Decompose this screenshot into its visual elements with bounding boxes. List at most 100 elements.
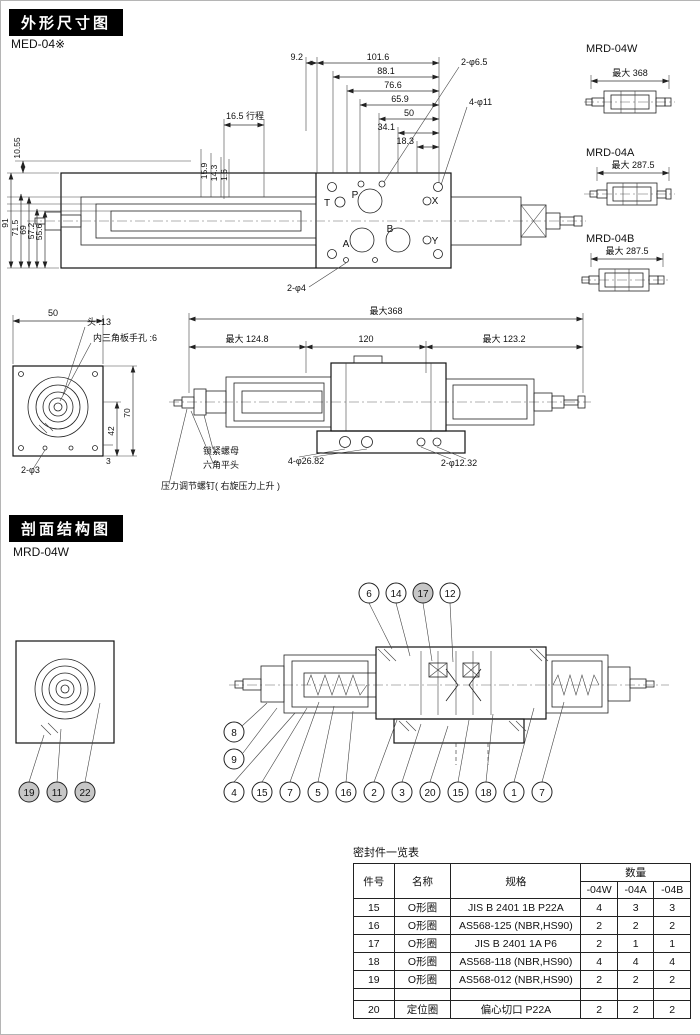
callout-number: 19 — [23, 788, 35, 799]
dim-label: 88.1 — [377, 66, 395, 76]
callout-balloon — [475, 781, 497, 803]
cell-item: 16 — [353, 916, 395, 935]
cell-name: O形圈 — [393, 898, 452, 917]
cell-qty: 3 — [616, 898, 655, 917]
hole-label: 2-φ12.32 — [441, 458, 477, 468]
col-header-qty: 数量 — [580, 863, 691, 882]
callout-balloon — [251, 781, 273, 803]
dim-label: 91 — [1, 218, 10, 228]
dim-label: 69 — [18, 225, 28, 235]
variant-view-mrd04b: MRD-04B 最大 287.5 — [581, 233, 669, 292]
callout-balloon — [412, 582, 434, 604]
wrench-hole-note: 内三角板手孔 :6 — [93, 332, 157, 343]
dim-label: 42 — [106, 426, 116, 436]
cell-qty: 4 — [580, 952, 618, 971]
cell-qty: 2 — [580, 1000, 618, 1019]
callout-balloon — [18, 781, 40, 803]
dim-label: 101.6 — [367, 52, 390, 62]
callout-number: 16 — [340, 788, 352, 799]
dim-label: 57.2 — [26, 222, 36, 239]
variant-model-label: MRD-04A — [586, 147, 635, 159]
cell-item: 18 — [353, 952, 395, 971]
section2-header: 剖面结构图 — [9, 515, 124, 542]
seal-parts-table: 件号 名称 规格 数量 -04W -04A -04B 15 O形圈 JIS B … — [353, 863, 691, 1019]
table-title: 密封件一览表 — [353, 847, 419, 859]
cell-qty: 2 — [580, 934, 618, 953]
spacer-row — [353, 988, 691, 1001]
callout-number: 15 — [256, 788, 268, 799]
callout-number: 1 — [511, 788, 517, 799]
cell-name: O形圈 — [393, 934, 452, 953]
cell-name: O形圈 — [393, 970, 452, 989]
cross-section-drawing: 19 11 22 — [15, 582, 669, 803]
callout-number: 17 — [417, 589, 429, 600]
table-row: 17 O形圈 JIS B 2401 1A P6 2 1 1 — [353, 934, 691, 953]
cell-qty: 2 — [616, 1000, 655, 1019]
top-dimension-ladder: 9.2 101.6 88.1 76.6 65.9 50 34.1 18.3 16… — [199, 52, 440, 199]
table-row: 19 O形圈 AS568-012 (NBR,HS90) 2 2 2 — [353, 970, 691, 989]
col-header-spec: 规格 — [450, 863, 582, 899]
variant-dim-label: 最大 287.5 — [611, 159, 654, 170]
dim-label: 最大368 — [369, 305, 402, 316]
callout-number: 3 — [399, 788, 405, 799]
section1-model-label: MED-04※ — [11, 37, 66, 51]
callout-balloon — [531, 781, 553, 803]
callout-number: 4 — [231, 788, 237, 799]
col-header-item: 件号 — [353, 863, 395, 899]
callout-balloon — [223, 721, 245, 743]
dim-label: 71.5 — [10, 219, 20, 236]
callout-number: 2 — [371, 788, 377, 799]
dim-label: 3 — [106, 456, 111, 466]
dim-label: 18.3 — [396, 136, 414, 146]
dim-label: 14.3 — [209, 164, 219, 181]
col-header-04w: -04W — [580, 881, 618, 899]
dim-label: 76.6 — [384, 80, 402, 90]
cell-qty: 2 — [653, 916, 691, 935]
callout-number: 11 — [52, 788, 63, 799]
dim-label: 34.1 — [377, 122, 395, 132]
callout-number: 5 — [315, 788, 321, 799]
callout-number: 7 — [539, 788, 545, 799]
callout-number: 15 — [452, 788, 464, 799]
dim-label: 10.55 — [12, 137, 22, 159]
cell-item: 20 — [353, 1000, 395, 1019]
section1-header: 外形尺寸图 — [9, 9, 124, 36]
hole-label: 2-φ4 — [287, 283, 306, 293]
dim-label: 15.9 — [199, 162, 209, 179]
callout-balloon — [358, 582, 380, 604]
callout-balloon — [223, 748, 245, 770]
dim-label: 50 — [404, 108, 414, 118]
col-header-04b: -04B — [653, 881, 691, 899]
callout-balloon — [307, 781, 329, 803]
cell-qty: 4 — [616, 952, 655, 971]
callout-balloon — [439, 582, 461, 604]
callout-number: 22 — [79, 788, 91, 799]
table-row: 15 O形圈 JIS B 2401 1B P22A 4 3 3 — [353, 898, 691, 917]
callout-balloon — [335, 781, 357, 803]
cell-qty: 2 — [616, 916, 655, 935]
cell-qty: 2 — [580, 970, 618, 989]
main-top-view: T P X A B Y 2-φ6.5 4-φ11 2-φ4 — [15, 57, 586, 293]
hole-label: 4-φ26.82 — [288, 456, 324, 466]
variant-model-label: MRD-04W — [586, 43, 638, 55]
cell-spec: JIS B 2401 1A P6 — [450, 934, 582, 953]
port-label-b: B — [387, 224, 394, 235]
port-label-p: P — [352, 190, 359, 201]
cell-item: 15 — [353, 898, 395, 917]
dim-label: 1.6 — [219, 169, 229, 181]
callout-number: 20 — [424, 788, 436, 799]
variant-model-label: MRD-04B — [586, 233, 634, 245]
cell-item: 17 — [353, 934, 395, 953]
callout-number: 18 — [480, 788, 492, 799]
dim-label: 70 — [122, 408, 132, 418]
cell-spec: 偏心切口 P22A — [450, 1000, 582, 1019]
cell-name: O形圈 — [393, 916, 452, 935]
cell-qty: 4 — [653, 952, 691, 971]
port-label-x: X — [432, 196, 439, 207]
callout-balloon — [391, 781, 413, 803]
seal-parts-section: 密封件一览表 件号 名称 规格 数量 -04W -04A -04B — [353, 844, 691, 1019]
callout-balloon — [74, 781, 96, 803]
head-note: 头 :13 — [87, 317, 111, 327]
col-header-name: 名称 — [393, 863, 452, 899]
